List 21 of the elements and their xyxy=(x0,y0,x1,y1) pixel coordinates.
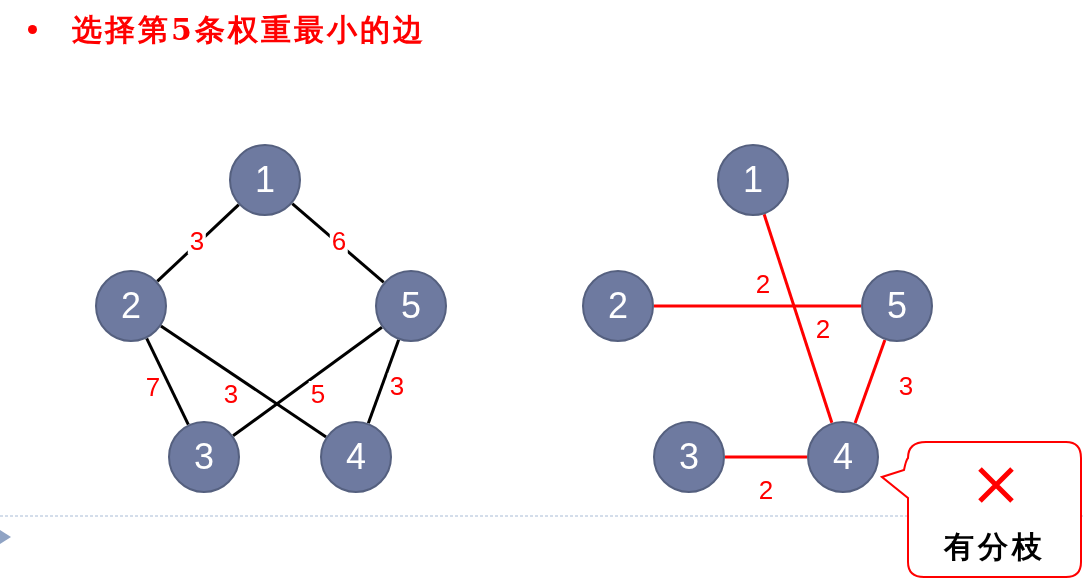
edge-line xyxy=(853,339,887,424)
node-circle: 5 xyxy=(375,270,447,342)
speech-bubble xyxy=(880,438,1084,579)
node-circle: 4 xyxy=(807,421,879,493)
edge-line xyxy=(366,339,401,424)
node-circle: 5 xyxy=(861,270,933,342)
edge-line xyxy=(145,337,190,426)
node-circle: 4 xyxy=(320,421,392,493)
edge-line xyxy=(160,324,327,439)
node-circle: 3 xyxy=(653,421,725,493)
callout-text: 有分枝 xyxy=(942,530,1047,564)
node-circle: 2 xyxy=(582,270,654,342)
edge-line xyxy=(762,213,834,424)
node-circle: 2 xyxy=(95,270,167,342)
node-circle: 1 xyxy=(229,144,301,216)
edge-line xyxy=(725,455,807,459)
node-circle: 1 xyxy=(717,144,789,216)
edge-line xyxy=(232,326,383,437)
title: 选择第5条权重最小的边 xyxy=(72,12,426,48)
node-circle: 3 xyxy=(168,421,240,493)
edge-line xyxy=(654,304,861,308)
